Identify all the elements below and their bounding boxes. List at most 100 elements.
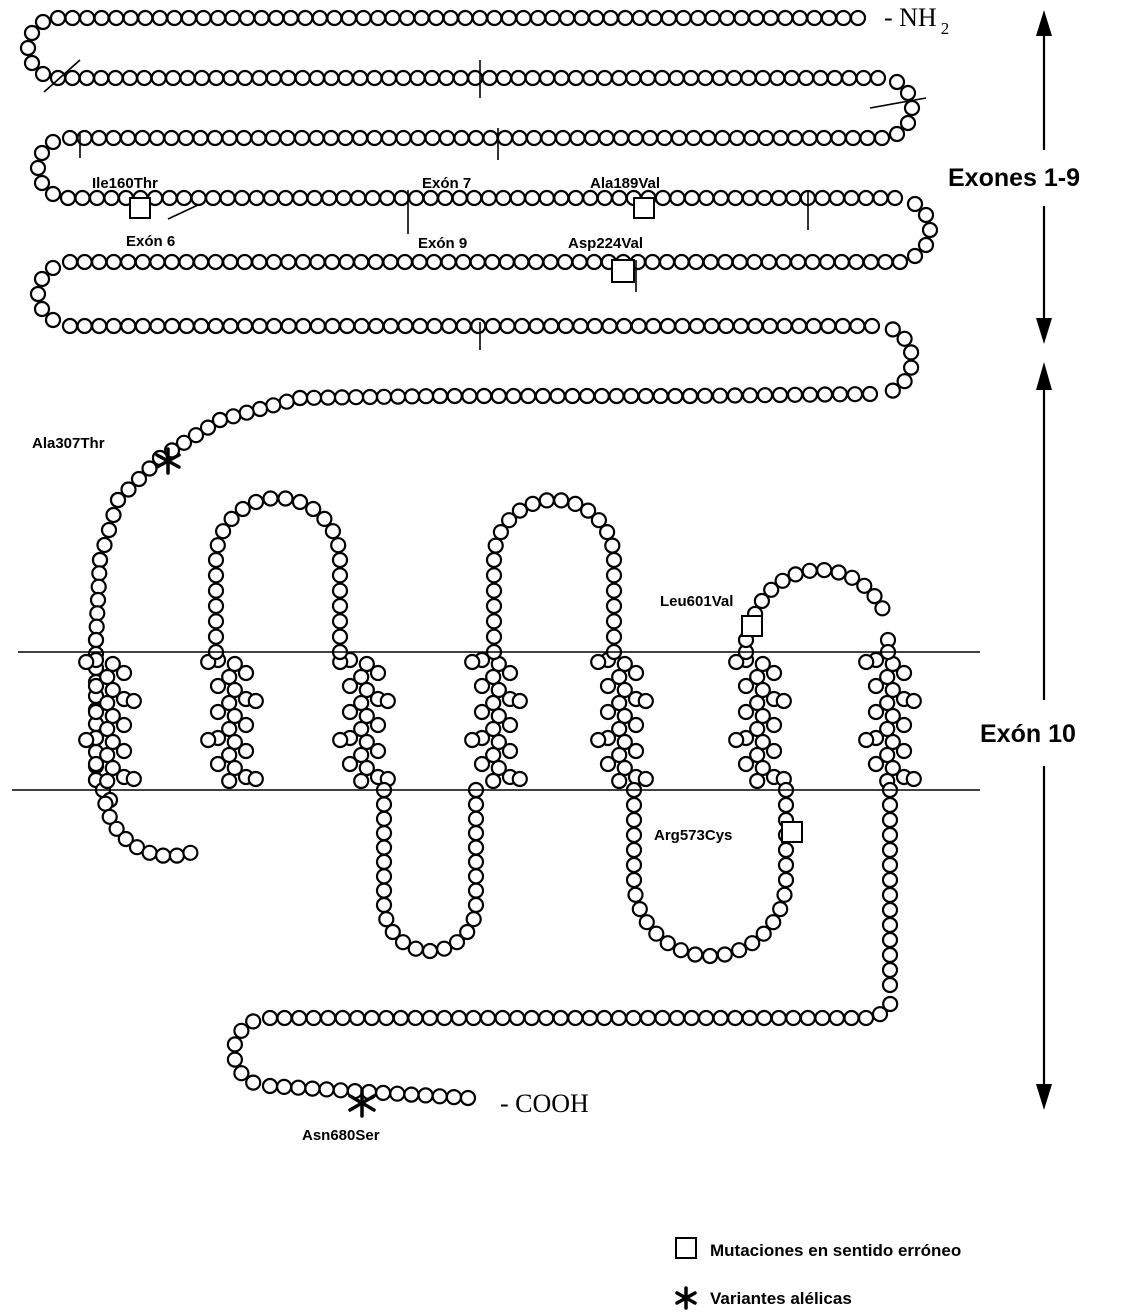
residue-bead [462, 389, 476, 403]
residue-bead [277, 1080, 291, 1094]
residue-bead [883, 843, 897, 857]
residue-bead [343, 679, 357, 693]
residue-bead [641, 1011, 655, 1025]
residue-bead [718, 948, 732, 962]
ala189val-marker [634, 198, 654, 218]
residue-bead [517, 11, 531, 25]
residue-bead [121, 131, 135, 145]
residue-bead [759, 131, 773, 145]
residue-bead [76, 191, 90, 205]
residue-bead [366, 191, 380, 205]
residue-bead [151, 319, 165, 333]
residue-bead [279, 191, 293, 205]
residue-bead [670, 191, 684, 205]
residue-bead [486, 774, 500, 788]
residue-bead [633, 11, 647, 25]
residue-bead [677, 11, 691, 25]
residue-bead [514, 255, 528, 269]
residue-bead [25, 26, 39, 40]
residue-bead [471, 319, 485, 333]
residue-bead [252, 255, 266, 269]
residue-bead [223, 255, 237, 269]
residue-bead [734, 319, 748, 333]
residue-bead [455, 131, 469, 145]
residue-bead [627, 843, 641, 857]
residue-bead [716, 131, 730, 145]
residue-bead [757, 1011, 771, 1025]
residue-bead [883, 888, 897, 902]
residue-bead [850, 319, 864, 333]
residue-bead [333, 568, 347, 582]
residue-bead [165, 131, 179, 145]
residue-bead [78, 255, 92, 269]
residue-bead [923, 223, 937, 237]
residue-bead [898, 332, 912, 346]
residue-bead [334, 1083, 348, 1097]
residue-bead [728, 389, 742, 403]
ala189val-label: Ala189Val [590, 175, 660, 192]
residue-bead [788, 131, 802, 145]
residue-bead [405, 389, 419, 403]
residue-bead [296, 319, 310, 333]
residue-bead [857, 71, 871, 85]
residue-bead [211, 538, 225, 552]
residue-bead [837, 11, 851, 25]
residue-bead [181, 71, 195, 85]
residue-bead [540, 493, 554, 507]
residue-bead [624, 389, 638, 403]
exons-1-9-label: Exones 1-9 [948, 164, 1080, 192]
residue-bead [591, 733, 605, 747]
residue-bead [354, 255, 368, 269]
residue-bead [749, 11, 763, 25]
asp224val-marker [612, 260, 634, 282]
residue-bead [883, 978, 897, 992]
residue-bead [536, 389, 550, 403]
residue-bead [143, 846, 157, 860]
ile160thr-marker [130, 198, 150, 218]
residue-bead [656, 191, 670, 205]
residue-bead [92, 566, 106, 580]
residue-bead [641, 71, 655, 85]
residue-bead [253, 402, 267, 416]
residue-bead [511, 191, 525, 205]
residue-bead [786, 191, 800, 205]
residue-bead [713, 71, 727, 85]
residue-bead [816, 191, 830, 205]
residue-bead [743, 191, 757, 205]
residue-bead [153, 11, 167, 25]
residue-bead [484, 131, 498, 145]
residue-bead [668, 389, 682, 403]
residue-bead [382, 71, 396, 85]
residue-bead [377, 797, 391, 811]
residue-bead [317, 512, 331, 526]
residue-bead [601, 705, 615, 719]
residue-bead [325, 255, 339, 269]
residue-bead [166, 71, 180, 85]
asn680ser-label: Asn680Ser [302, 1127, 380, 1144]
residue-bead [750, 774, 764, 788]
residue-bead [767, 744, 781, 758]
residue-bead [89, 633, 103, 647]
residue-bead [469, 884, 483, 898]
residue-bead [828, 71, 842, 85]
residue-bead [469, 131, 483, 145]
residue-bead [727, 71, 741, 85]
residue-bead [883, 813, 897, 827]
residue-bead [551, 389, 565, 403]
residue-bead [778, 319, 792, 333]
residue-bead [413, 319, 427, 333]
residue-bead [228, 1037, 242, 1051]
residue-bead [901, 86, 915, 100]
legend-allelic-label: Variantes alélicas [710, 1289, 852, 1308]
residue-bead [117, 666, 131, 680]
residue-bead [465, 733, 479, 747]
residue-bead [398, 319, 412, 333]
residue-bead [662, 11, 676, 25]
residue-bead [883, 933, 897, 947]
residue-bead [487, 584, 501, 598]
residue-bead [404, 1088, 418, 1102]
residue-bead [583, 71, 597, 85]
residue-bead [447, 1090, 461, 1104]
residue-bead [560, 11, 574, 25]
residue-bead [138, 11, 152, 25]
